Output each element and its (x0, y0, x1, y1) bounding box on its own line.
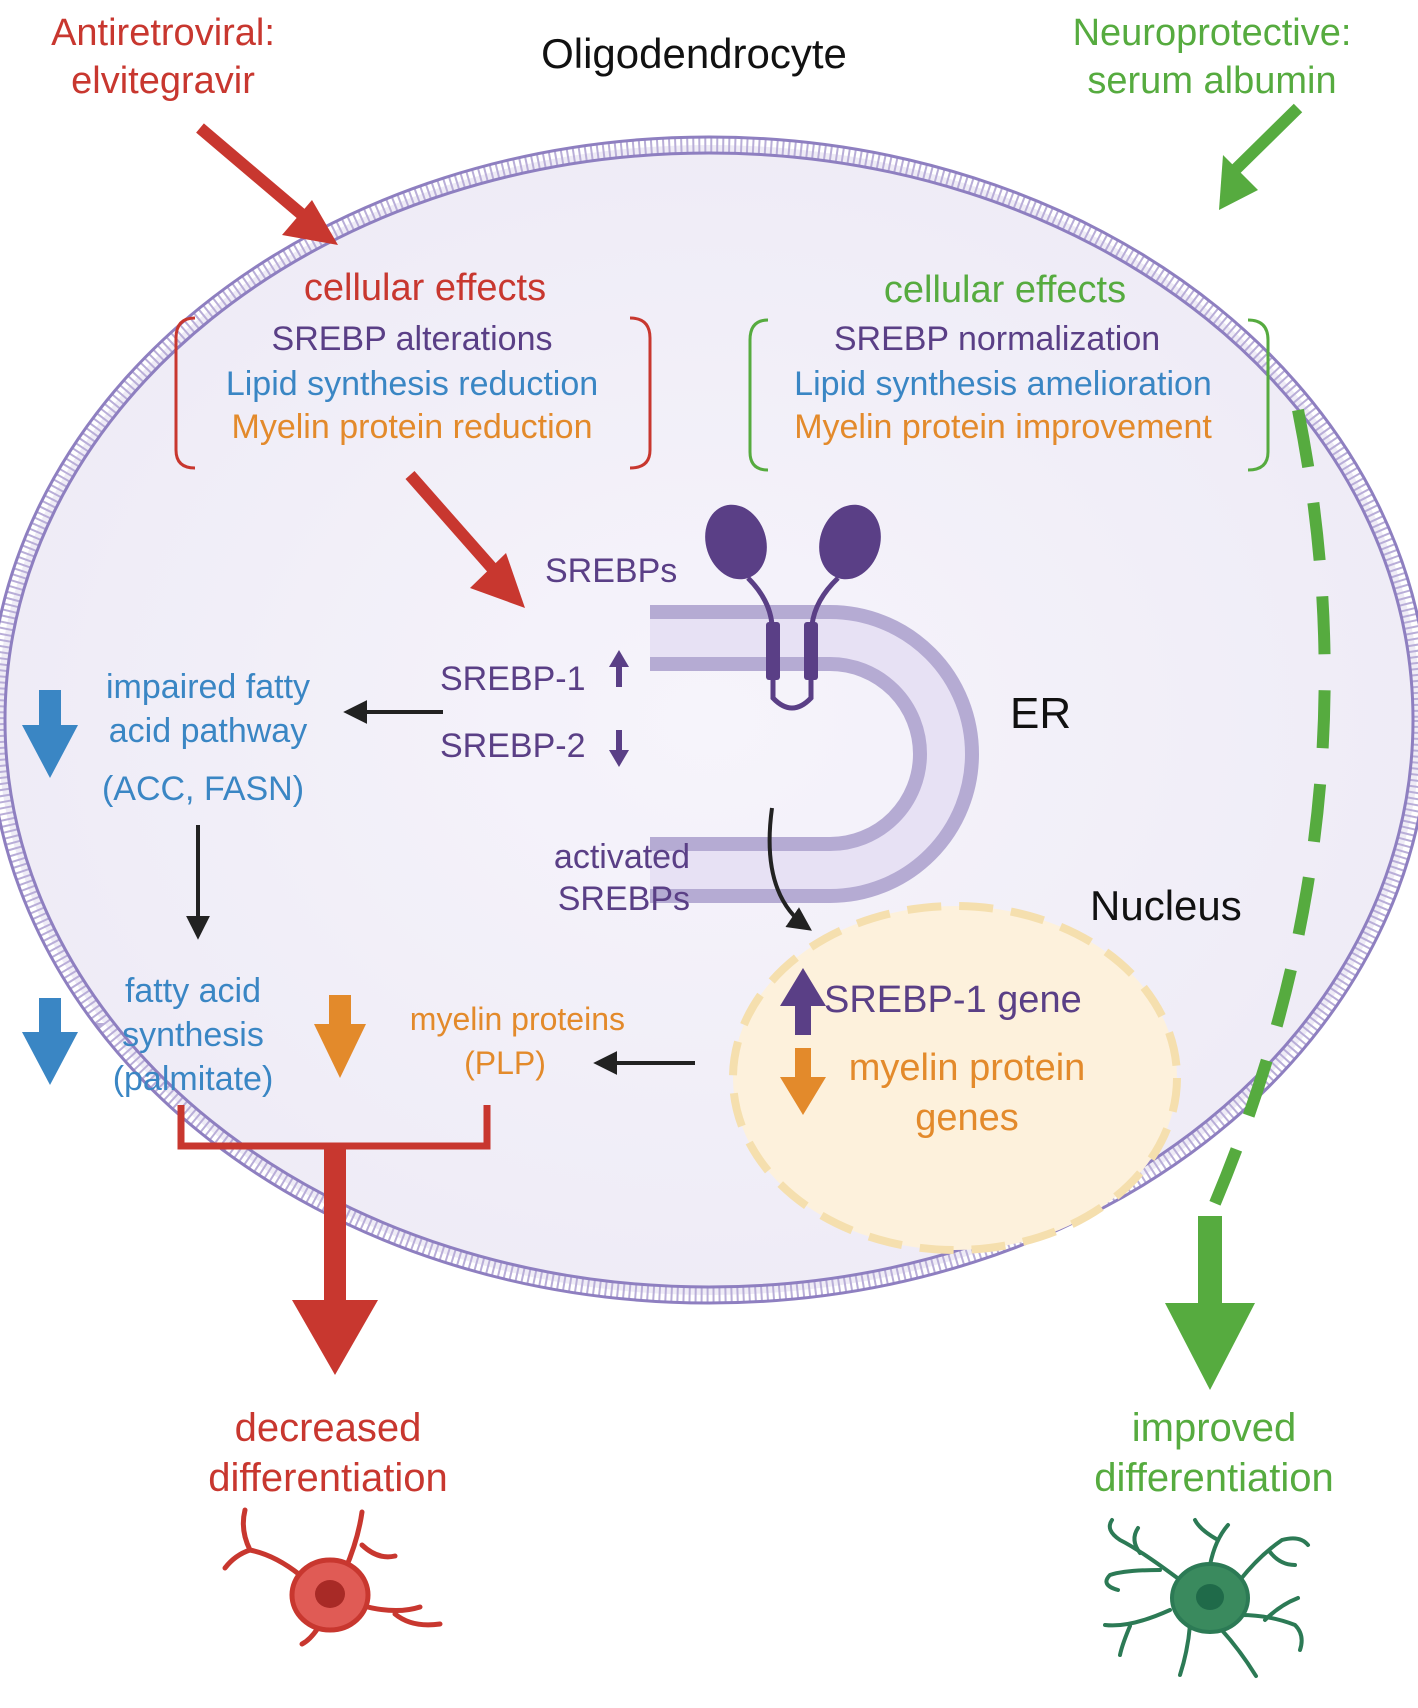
pathway-line3: (ACC, FASN) (102, 770, 304, 808)
right-agent-line1: Neuroprotective: (1073, 12, 1352, 54)
cell-title: Oligodendrocyte (541, 30, 847, 77)
red-arrow-effects-to-srebp (405, 471, 525, 608)
fa-line2: synthesis (122, 1016, 264, 1054)
myelin-proteins-line2: (PLP) (464, 1045, 546, 1081)
right-effects-title: cellular effects (884, 269, 1126, 311)
activated-line1: activated (554, 838, 690, 876)
decreased-line1: decreased (235, 1406, 422, 1450)
right-effect-myelin: Myelin protein improvement (794, 408, 1212, 446)
right-effect-srebp: SREBP normalization (834, 320, 1160, 358)
healthy-oligodendrocyte-icon (1103, 1518, 1310, 1678)
nucleus-label: Nucleus (1090, 882, 1242, 929)
er-membrane (650, 605, 979, 903)
srebps-label: SREBPs (545, 552, 677, 590)
myelin-gene-line2: genes (915, 1097, 1019, 1139)
srebp1-gene: SREBP-1 gene (824, 979, 1082, 1021)
fa-line3: (palmitate) (113, 1060, 274, 1098)
left-agent-line2: elvitegravir (71, 60, 255, 102)
srebp-protein-icon (705, 504, 881, 711)
right-bracket-close (1247, 318, 1270, 472)
pathway-line1: impaired fatty (106, 668, 310, 706)
improved-line2: differentiation (1094, 1456, 1333, 1500)
left-effect-srebp: SREBP alterations (272, 320, 553, 358)
unhealthy-oligodendrocyte-icon (222, 1507, 443, 1647)
activated-line2: SREBPs (558, 880, 690, 918)
myelin-gene-line1: myelin protein (849, 1047, 1086, 1089)
red-arrow-agent-to-effects (196, 123, 338, 245)
srebp1-up-arrow-icon (609, 650, 629, 687)
pathway-down-arrow-icon (22, 690, 78, 778)
left-bracket-open (174, 316, 196, 470)
arrow-activated-to-nucleus (767, 807, 812, 931)
decreased-line2: differentiation (208, 1456, 447, 1500)
right-effect-lipid: Lipid synthesis amelioration (794, 365, 1212, 403)
improved-line1: improved (1132, 1406, 1297, 1450)
right-agent-label: Neuroprotective: serum albumin (1073, 12, 1352, 102)
srebp2-label: SREBP-2 (440, 727, 586, 765)
srebp1-label: SREBP-1 (440, 660, 586, 698)
left-effect-lipid: Lipid synthesis reduction (226, 365, 598, 403)
myelin-gene-down-arrow-icon (780, 1048, 826, 1115)
red-convergence-bracket (177, 1105, 491, 1375)
nucleus (729, 902, 1181, 1254)
myelin-proteins-line1: myelin proteins (410, 1001, 625, 1037)
left-bracket-close (629, 316, 652, 470)
left-effects-title: cellular effects (304, 267, 546, 309)
right-agent-line2: serum albumin (1087, 60, 1336, 102)
left-agent-label: Antiretroviral: elvitegravir (51, 12, 275, 102)
myelin-proteins-down-arrow-icon (314, 995, 366, 1078)
fa-down-arrow-icon (22, 998, 78, 1085)
pathway-line2: acid pathway (109, 712, 307, 750)
right-bracket-open (748, 318, 769, 472)
fa-line1: fatty acid (125, 972, 261, 1010)
srebp1-gene-up-arrow-icon (780, 968, 826, 1035)
er-label: ER (1010, 689, 1071, 738)
green-outcome-arrow (1165, 1216, 1255, 1390)
left-agent-line1: Antiretroviral: (51, 12, 275, 54)
left-effect-myelin: Myelin protein reduction (232, 408, 593, 446)
green-dashed-path (1204, 408, 1331, 1218)
srebp2-down-arrow-icon (609, 730, 629, 767)
green-arrow-agent-to-effects (1219, 103, 1303, 210)
